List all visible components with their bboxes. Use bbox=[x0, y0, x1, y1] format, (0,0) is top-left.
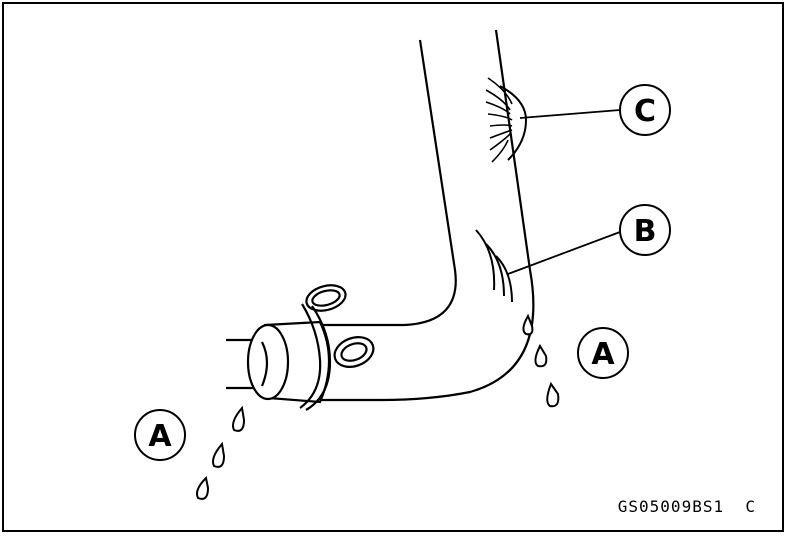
drop-icon bbox=[534, 343, 548, 368]
drop-icon bbox=[196, 475, 210, 500]
clamp-band-back bbox=[305, 305, 332, 411]
callout-b: B bbox=[619, 204, 671, 256]
callout-c: C bbox=[619, 84, 671, 136]
fiber-2 bbox=[485, 89, 511, 111]
crack-2 bbox=[485, 243, 505, 297]
drop-icon bbox=[522, 313, 534, 336]
pipe-fitting bbox=[226, 320, 331, 404]
clamp-ear-top bbox=[305, 284, 347, 312]
leader-lines bbox=[507, 109, 621, 275]
drop-icon bbox=[546, 381, 560, 408]
callout-a-right-label: A bbox=[591, 337, 615, 372]
figure-code: GS05009BS1 C bbox=[618, 497, 756, 516]
callout-a-left-label: A bbox=[148, 419, 172, 454]
clamp-ear-bottom-inner bbox=[340, 342, 368, 362]
hose-clamp bbox=[299, 284, 375, 411]
leader-b bbox=[507, 231, 621, 275]
bulge-fibers bbox=[485, 77, 528, 163]
fiber-5 bbox=[489, 124, 513, 127]
pipe-inner-shadow bbox=[260, 341, 269, 387]
hose-outer-edge bbox=[300, 29, 535, 402]
drop-icon bbox=[212, 441, 226, 468]
fiber-3 bbox=[485, 101, 511, 115]
drop-icon bbox=[232, 405, 246, 432]
fiber-7 bbox=[489, 133, 511, 151]
bulge-outline bbox=[499, 85, 528, 161]
leak-drops bbox=[196, 313, 560, 500]
fiber-4 bbox=[487, 113, 513, 121]
fiber-8 bbox=[491, 139, 509, 163]
hose bbox=[295, 29, 535, 402]
figure-border bbox=[2, 2, 784, 532]
callout-b-label: B bbox=[634, 214, 657, 249]
crack-1 bbox=[475, 229, 496, 291]
crack-marks bbox=[475, 229, 513, 303]
callout-a-left: A bbox=[134, 409, 186, 461]
fiber-6 bbox=[489, 129, 513, 139]
callout-c-label: C bbox=[634, 94, 656, 129]
clamp-ear-top-inner bbox=[311, 289, 341, 307]
crack-3 bbox=[495, 255, 513, 303]
clamp-ear-bottom bbox=[333, 336, 375, 368]
leader-c bbox=[519, 109, 621, 119]
fiber-1 bbox=[487, 77, 513, 105]
clamp-band-front bbox=[299, 303, 322, 409]
callout-a-right: A bbox=[577, 327, 629, 379]
hose-inner-edge bbox=[295, 39, 457, 327]
